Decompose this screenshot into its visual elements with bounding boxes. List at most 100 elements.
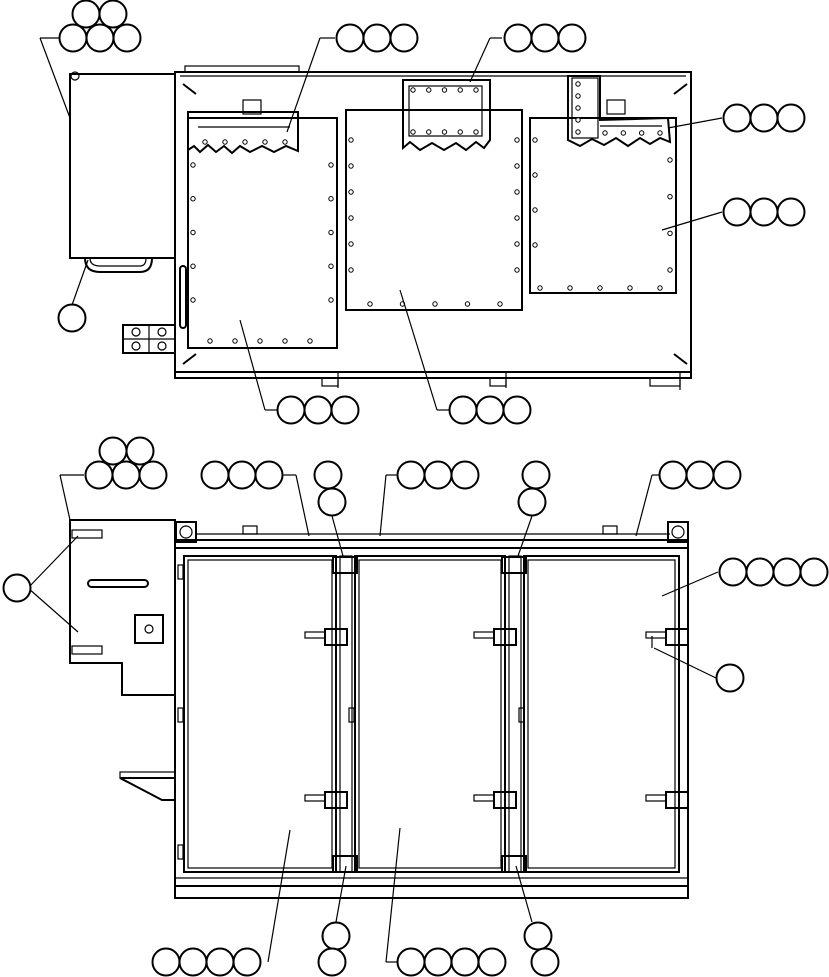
bolt	[282, 338, 288, 344]
bolt	[514, 267, 520, 273]
callout-bubble	[303, 395, 333, 425]
callout-bubble	[178, 947, 208, 977]
callout-bubble	[530, 947, 560, 977]
bolt	[532, 207, 538, 213]
callout-bubble	[477, 947, 507, 977]
callout-bubble	[317, 947, 347, 977]
bolt	[190, 196, 196, 202]
callout-bubble	[423, 460, 453, 490]
bolt	[242, 139, 248, 145]
bolt	[514, 215, 520, 221]
callout-bubble	[276, 395, 306, 425]
callout-bubble	[362, 23, 392, 53]
bolt	[348, 241, 354, 247]
callout-bubble	[745, 557, 775, 587]
callout-bubble	[389, 23, 419, 53]
bolt	[222, 139, 228, 145]
bolt	[282, 139, 288, 145]
bolt	[432, 301, 438, 307]
top-view	[39, 37, 723, 411]
callout-bubble	[715, 663, 745, 693]
callout-bubble	[448, 395, 478, 425]
bolt	[328, 297, 334, 303]
callout-bubble	[84, 460, 114, 490]
callout-bubble	[523, 921, 553, 951]
bolt	[190, 162, 196, 168]
callout-bubble	[98, 436, 128, 466]
top-view-leaders	[39, 37, 723, 411]
bolt	[441, 129, 448, 135]
bolt	[667, 267, 673, 273]
bolt	[575, 105, 581, 111]
callout-bubble	[772, 557, 802, 587]
bolt	[307, 338, 313, 344]
bolt	[657, 130, 663, 136]
callout-bubble	[722, 103, 752, 133]
bolt	[457, 87, 463, 93]
bolt	[567, 285, 573, 291]
callout-bubble	[98, 0, 128, 29]
callout-bubble	[749, 197, 779, 227]
callout-bubble	[396, 947, 426, 977]
front-view-leaders	[27, 474, 719, 963]
left-attachment	[69, 73, 176, 259]
callout-bubble	[335, 23, 365, 53]
door-latches	[304, 628, 689, 809]
bolt	[348, 137, 354, 143]
callout-bubble	[2, 573, 32, 603]
bolt	[190, 263, 196, 269]
callout-bubble	[321, 921, 351, 951]
bolt	[667, 157, 673, 163]
callout-bubble	[450, 460, 480, 490]
callout-bubble	[776, 103, 806, 133]
cab-body-front	[174, 539, 689, 899]
bolt	[514, 189, 520, 195]
bolt	[575, 129, 581, 135]
bolt	[620, 130, 627, 136]
callout-bubble	[317, 487, 347, 517]
callout-bubble	[57, 303, 87, 333]
callout-bubble	[557, 23, 587, 53]
callout-bubble	[227, 460, 257, 490]
callout-bubble	[85, 23, 115, 53]
callout-bubble	[200, 460, 230, 490]
callout-bubble	[58, 23, 88, 53]
bolt	[667, 193, 673, 200]
callout-bubble	[423, 947, 453, 977]
callout-bubble	[722, 197, 752, 227]
callout-bubble	[749, 103, 779, 133]
bolt	[532, 242, 538, 248]
callout-bubble	[313, 460, 343, 490]
front-view	[27, 474, 719, 963]
bolt	[532, 172, 538, 178]
callout-bubble	[254, 460, 284, 490]
callout-bubble	[776, 197, 806, 227]
callout-bubble	[502, 395, 532, 425]
callout-bubble	[125, 436, 155, 466]
side-bracket	[69, 519, 176, 696]
callout-bubble	[396, 460, 426, 490]
bolt	[348, 267, 354, 273]
callout-bubble	[112, 23, 142, 53]
bolt	[190, 297, 196, 303]
bolt	[667, 230, 673, 237]
bolt	[410, 87, 416, 93]
callout-bubble	[799, 557, 829, 587]
panel-left-top	[187, 117, 338, 349]
callout-bubble	[111, 460, 141, 490]
panel-center-top	[345, 109, 523, 311]
callout-bubble	[232, 947, 262, 977]
callout-bubble	[151, 947, 181, 977]
bolt	[426, 87, 432, 93]
bolt	[202, 139, 208, 145]
callout-bubble	[138, 460, 168, 490]
bolt	[328, 263, 334, 269]
bolt	[657, 285, 663, 291]
callout-bubble	[718, 557, 748, 587]
door-right	[523, 555, 680, 873]
bolt	[262, 139, 268, 145]
callout-bubble	[685, 460, 715, 490]
door-center	[354, 555, 506, 873]
bolt	[537, 285, 543, 291]
